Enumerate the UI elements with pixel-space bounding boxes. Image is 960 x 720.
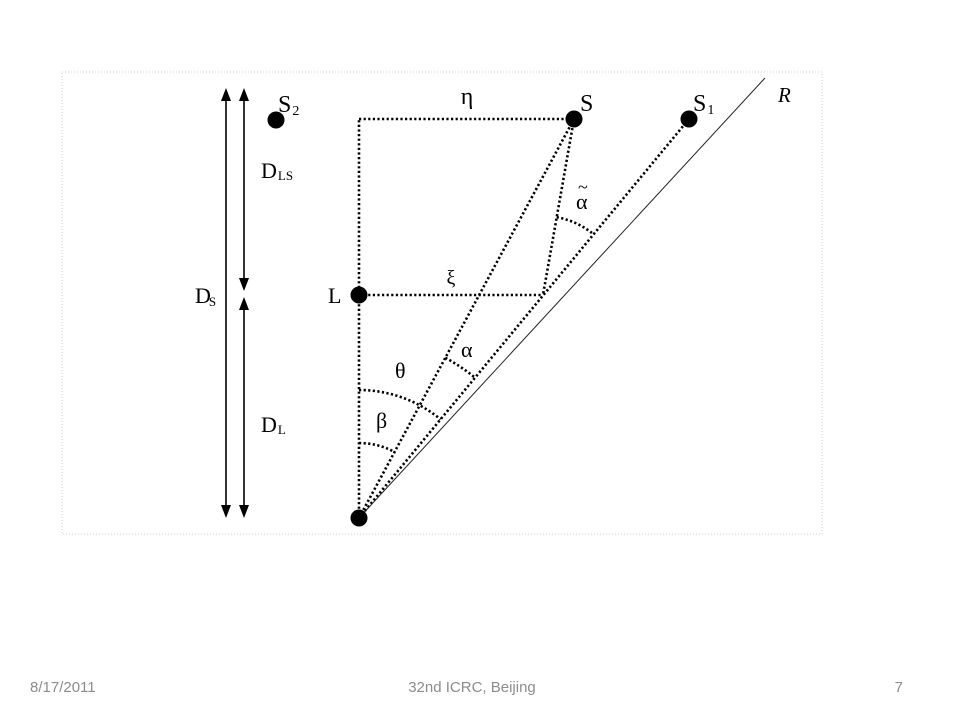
angle-arc-alpha	[444, 356, 476, 379]
observer-to-source-line	[357, 118, 576, 519]
image-2-label-sub: 2	[292, 104, 299, 119]
distance-label-ds: DS	[195, 283, 216, 309]
figure-frame	[61, 71, 823, 535]
footer-page-number-text: 7	[895, 679, 903, 696]
distance-label-dl-text: D	[261, 412, 277, 437]
angle-label-beta: β	[376, 408, 387, 433]
distance-arrow-dl	[239, 297, 249, 518]
distance-label-dls-text: D	[261, 158, 277, 183]
distance-arrow-dls	[239, 88, 249, 291]
reference-line-label: R	[777, 83, 791, 107]
angle-label-alpha-tilde: α	[576, 189, 588, 214]
distance-arrow-dls-head-bottom	[239, 278, 249, 291]
image-1-label: S1	[693, 91, 714, 118]
distance-arrow-dl-head-top	[239, 297, 249, 310]
impact-parameter-label-text: ξ	[447, 267, 456, 289]
lens-point	[350, 286, 368, 304]
distance-label-dl: DL	[261, 412, 286, 437]
angle-label-alpha-tilde-accent-text: ~	[578, 177, 588, 197]
observer-to-image-line	[357, 118, 691, 519]
source-offset-label: η	[461, 84, 474, 110]
angle-arc-beta	[358, 441, 396, 454]
distance-arrow-ds	[221, 88, 231, 518]
footer-date: 8/17/2011	[30, 679, 96, 696]
deflected-ray-segment	[541, 118, 576, 296]
angle-arc-theta	[358, 388, 442, 421]
source-offset-label-text: η	[461, 84, 474, 110]
angle-label-theta: θ	[395, 358, 406, 383]
reference-line-r	[358, 77, 766, 519]
angle-label-theta-text: θ	[395, 358, 406, 383]
angle-label-alpha-text: α	[461, 337, 473, 362]
reference-line-label-text: R	[777, 83, 791, 107]
image-2-label-text: S	[278, 92, 291, 118]
footer-event-text: 32nd ICRC, Beijing	[408, 679, 536, 696]
distance-label-dls: DLS	[261, 158, 293, 183]
distance-label-dls-sub: LS	[278, 168, 293, 183]
observer-point	[350, 509, 368, 527]
angle-label-beta-text: β	[376, 408, 387, 433]
angle-arc-alpha-tilde	[556, 215, 595, 236]
distance-label-ds-text: D	[195, 283, 211, 308]
distance-arrow-ds-head-bottom	[221, 505, 231, 518]
image-2-point	[267, 111, 285, 129]
angle-label-alpha-tilde-symbol: α	[576, 189, 588, 214]
lens-label-text: L	[328, 283, 341, 308]
distance-label-dl-sub: L	[278, 422, 286, 437]
footer-event: 32nd ICRC, Beijing	[408, 679, 536, 696]
distance-arrow-dl-head-bottom	[239, 505, 249, 518]
image-1-label-text: S	[693, 91, 706, 117]
footer-date-text: 8/17/2011	[30, 679, 96, 696]
angle-label-alpha: α	[461, 337, 473, 362]
source-label: S	[580, 91, 593, 117]
angle-label-alpha-tilde-accent: ~	[578, 177, 588, 197]
image-1-label-sub: 1	[707, 103, 714, 118]
lens-label: L	[328, 283, 341, 308]
distance-arrow-ds-head-top	[221, 88, 231, 101]
image-2-label: S2	[278, 92, 299, 119]
image-1-point	[680, 110, 698, 128]
impact-parameter-label: ξ	[447, 267, 456, 289]
distance-arrow-dls-head-top	[239, 88, 249, 101]
source-point	[565, 110, 583, 128]
footer-page-number: 7	[895, 679, 903, 696]
distance-label-ds-sub: S	[209, 294, 216, 309]
source-label-text: S	[580, 91, 593, 117]
